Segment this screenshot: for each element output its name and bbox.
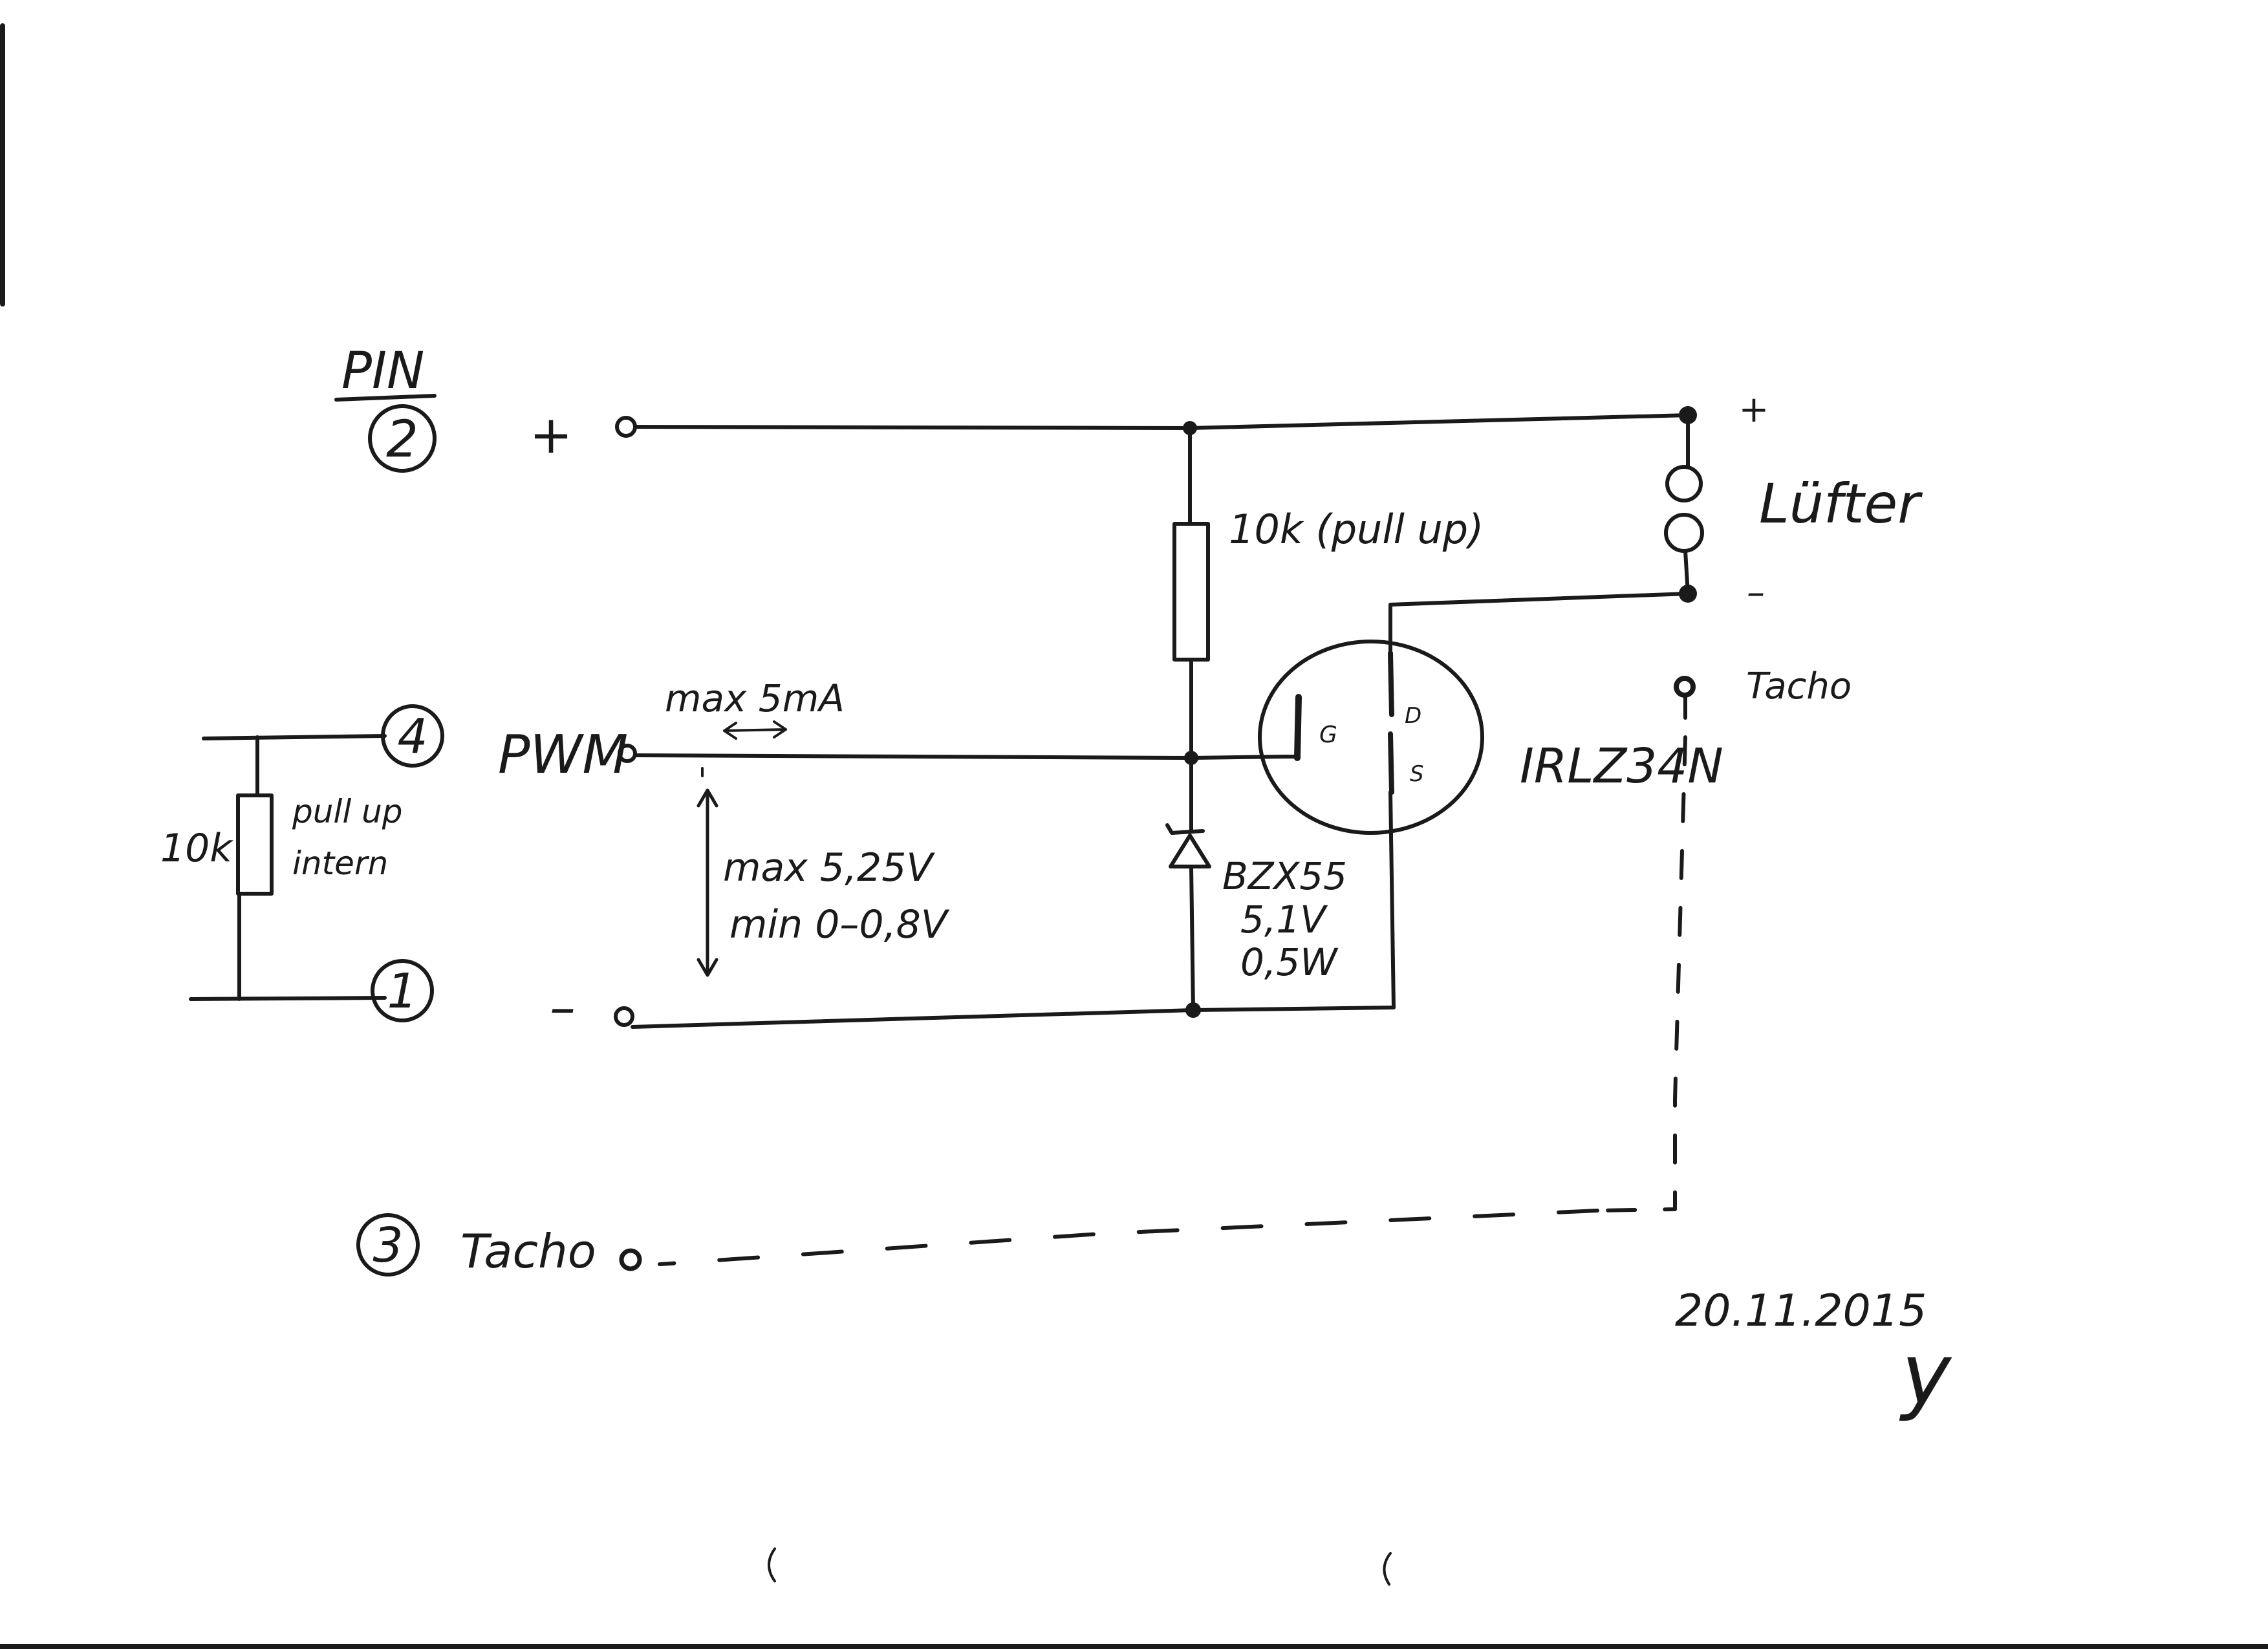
source-to-ground-wire xyxy=(1388,790,1396,1009)
plus-terminal xyxy=(615,416,637,438)
internal-resistor-label: 10k xyxy=(160,826,233,871)
pin4-circle xyxy=(381,704,444,768)
ground-rail-wire xyxy=(631,1006,1396,1029)
mosfet-source-label: S xyxy=(1410,761,1424,787)
fan-coil-upper xyxy=(1665,465,1703,502)
tacho-vertical-dashed-wire xyxy=(1595,735,1687,1212)
pullup-intern-label-1: pull up xyxy=(292,793,403,830)
zener-diode-symbol xyxy=(1169,834,1211,868)
scan-mark-1 xyxy=(768,1547,776,1582)
tacho-horizontal-dashed-wire xyxy=(658,1209,1599,1266)
mosfet-body xyxy=(1258,640,1484,835)
max-current-label: max 5mA xyxy=(665,676,845,720)
zener-power-label: 0,5W xyxy=(1240,940,1339,984)
mosfet-drain-label: D xyxy=(1405,703,1421,729)
zener-cathode-bar xyxy=(1165,823,1205,835)
zener-name-label: BZX55 xyxy=(1222,854,1347,898)
pin3-circle xyxy=(356,1213,420,1277)
fan-tacho-label: Tacho xyxy=(1746,665,1852,707)
pin2-circle xyxy=(368,404,437,473)
pin2-number: 2 xyxy=(386,411,418,469)
fan-tacho-node xyxy=(1674,676,1696,698)
fan-label: Lüfter xyxy=(1759,472,1923,535)
pin1-circle xyxy=(371,959,434,1022)
date-label: 20.11.2015 xyxy=(1675,1286,1927,1337)
minus-terminal xyxy=(614,1006,634,1027)
pin4-internal-wire xyxy=(202,734,387,740)
scan-mark-2 xyxy=(1383,1552,1392,1586)
pin-header-label: PIN xyxy=(341,342,424,400)
mosfet-gate-label: G xyxy=(1319,722,1337,748)
pwm-label: PWM xyxy=(498,724,628,786)
pin4-number: 4 xyxy=(397,709,427,764)
fan-minus-label: – xyxy=(1747,572,1765,614)
mosfet-source-segment xyxy=(1388,731,1394,795)
signature: y xyxy=(1899,1325,1952,1423)
tacho-terminal xyxy=(619,1248,642,1271)
mosfet-name-label: IRLZ34N xyxy=(1520,738,1723,794)
current-arrow xyxy=(723,720,787,740)
pullup-resistor-label: 10k (pull up) xyxy=(1229,506,1484,553)
pin3-number: 3 xyxy=(373,1218,403,1273)
pullup-intern-label-2: intern xyxy=(292,845,388,882)
pin1-internal-wire xyxy=(189,996,387,1001)
voltage-arrow xyxy=(697,788,718,977)
fan-minus-node xyxy=(1679,585,1697,603)
drain-to-fan-wire xyxy=(1388,592,1690,655)
zener-wire-bottom xyxy=(1189,865,1195,1012)
mosfet-drain-segment xyxy=(1388,651,1394,717)
pin1-number: 1 xyxy=(387,964,417,1019)
fan-coil-lower xyxy=(1664,513,1704,553)
min-voltage-label: min 0–0,8V xyxy=(729,902,950,947)
pin-header-underline xyxy=(334,394,437,402)
minus-terminal-label: – xyxy=(550,977,576,1037)
internal-resistor xyxy=(236,793,274,896)
positive-rail-wire xyxy=(633,413,1690,430)
tacho-input-label: Tacho xyxy=(460,1224,596,1278)
max-voltage-label: max 5,25V xyxy=(723,845,935,890)
zener-voltage-label: 5,1V xyxy=(1240,898,1328,942)
pullup-resistor xyxy=(1172,522,1210,662)
mosfet-gate-plate xyxy=(1294,694,1302,761)
plus-terminal-label: + xyxy=(529,405,572,465)
fan-plus-label: + xyxy=(1739,389,1769,431)
